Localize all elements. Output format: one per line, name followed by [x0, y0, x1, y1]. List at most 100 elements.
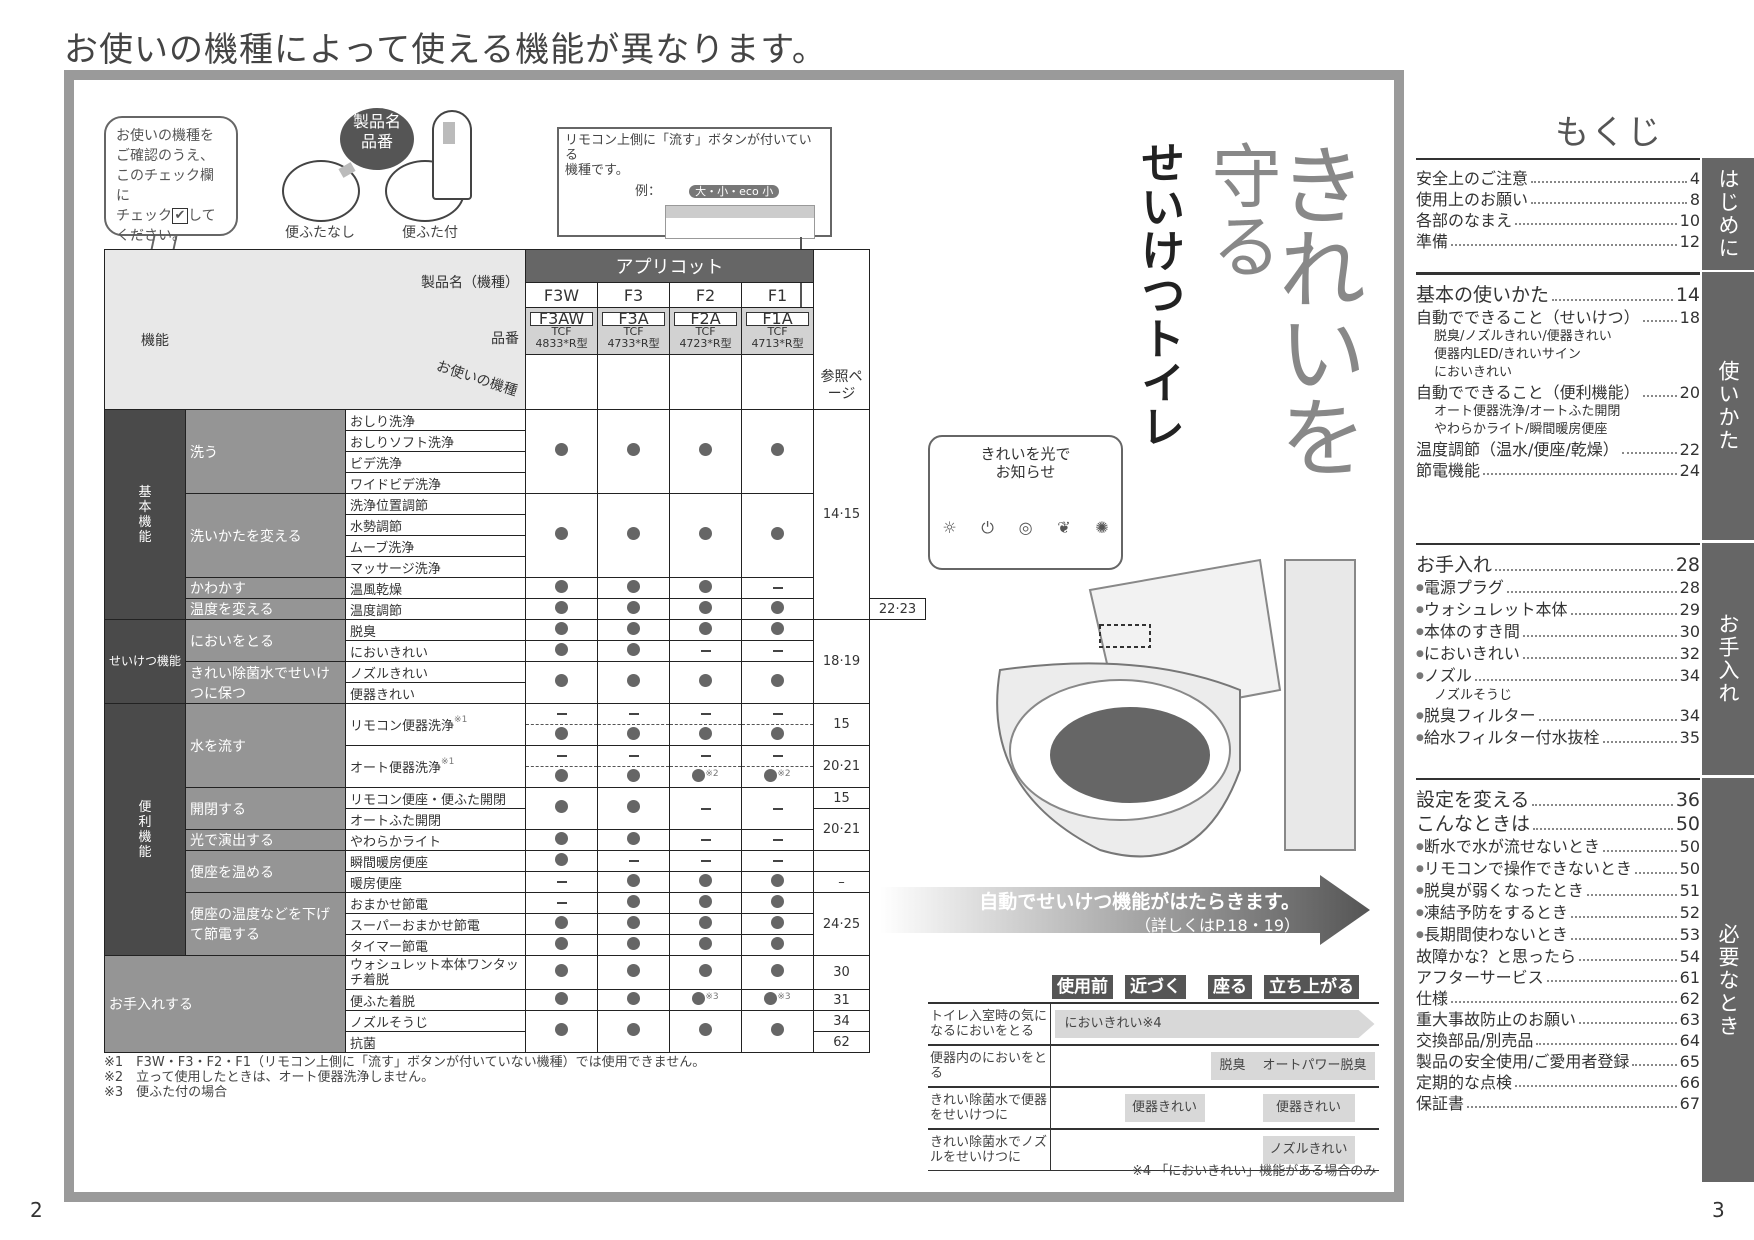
value-cell	[597, 934, 671, 956]
table-row: 光で演出するやわらかライト	[105, 829, 926, 851]
toc-item[interactable]: 自動でできること（便利機能）20	[1416, 382, 1700, 403]
dash-icon	[700, 839, 711, 841]
available-dot	[627, 674, 641, 691]
table-row: ビデ洗浄	[105, 451, 926, 473]
subgroup-label: 洗う	[185, 409, 347, 494]
table-row	[105, 724, 926, 746]
value-cell	[597, 619, 671, 641]
dot-icon	[555, 600, 569, 614]
feature-name: においきれい	[345, 640, 527, 662]
unavailable-dash	[772, 833, 783, 848]
toc-item[interactable]: ノズルそうじ	[1416, 687, 1700, 705]
callout-line: 製品名	[352, 112, 401, 131]
unavailable-dash	[700, 833, 711, 848]
toc-item-page: 65	[1679, 1052, 1700, 1071]
model-check-cell[interactable]	[669, 354, 743, 410]
toc-item-title: やわらかライト/瞬間暖房便座	[1434, 422, 1608, 437]
toc-tab-0[interactable]: はじめに	[1702, 158, 1754, 270]
toc-item-page: 54	[1679, 947, 1700, 966]
reference-page: 30	[813, 955, 871, 990]
toc-item-title: 自動でできること（便利機能）	[1416, 383, 1640, 402]
feature-name: 洗浄位置調節	[345, 493, 527, 515]
dot-icon	[627, 1023, 641, 1036]
value-cell	[741, 787, 815, 830]
toc-item-page: 12	[1679, 232, 1700, 251]
reference-page: 20·21	[813, 808, 871, 851]
model-check-cell[interactable]	[597, 354, 671, 410]
toc-tab-2[interactable]: お手入れ	[1702, 543, 1754, 775]
reference-page: 18·19	[813, 619, 871, 704]
table-row: 洗いかたを変える洗浄位置調節	[105, 493, 926, 578]
part-code: TCF 4713*R型	[751, 325, 804, 351]
dot-icon	[699, 936, 713, 950]
unavailable-dash	[772, 707, 783, 722]
toc-item[interactable]: 自動でできること（せいけつ）18	[1416, 307, 1700, 328]
dash-icon	[628, 860, 639, 862]
dot-icon	[627, 527, 641, 540]
available-dot	[699, 579, 713, 597]
toc-item-page: 67	[1679, 1094, 1700, 1113]
unavailable-dash	[556, 707, 567, 722]
feature-name: 暖房便座	[345, 871, 527, 893]
toc-item[interactable]: 脱臭/ノズルきれい/便器きれい	[1416, 328, 1700, 346]
dash-icon	[628, 713, 639, 715]
feature-name: オート便器洗浄※1	[345, 745, 527, 788]
toc-item[interactable]: 温度調節（温水/便座/乾燥）22	[1416, 439, 1700, 460]
toc-item-page: 53	[1679, 925, 1700, 944]
toc-item-page: 62	[1679, 989, 1700, 1008]
available-dot	[771, 964, 785, 981]
toc-item[interactable]: 便器内LED/きれいサイン	[1416, 346, 1700, 364]
value-cell	[597, 598, 671, 620]
dot-icon	[555, 726, 569, 740]
toc-tab-3[interactable]: 必要なとき	[1702, 778, 1754, 1182]
value-cell	[669, 829, 743, 851]
toc-item[interactable]: においきれい	[1416, 364, 1700, 382]
toc-item[interactable]: やわらかライト/瞬間暖房便座	[1416, 421, 1700, 439]
available-dot	[699, 915, 713, 933]
model-check-cell[interactable]	[525, 354, 599, 410]
value-cell: ※3	[741, 989, 815, 1011]
toc-item[interactable]: オート便器洗浄/オートふた開閉	[1416, 403, 1700, 421]
available-dot	[699, 527, 713, 544]
bubble-text: して	[188, 208, 216, 224]
dot-icon	[699, 964, 713, 977]
toc-item-title: こんなときは	[1416, 813, 1531, 835]
toc-tab-1[interactable]: 使いかた	[1702, 272, 1754, 540]
model-check-cell[interactable]	[741, 354, 815, 410]
timeline-row-label: きれい除菌水で便器をせいけつに	[928, 1086, 1051, 1130]
dot-icon	[627, 831, 641, 845]
timeline-row-label: トイレ入室時の気になるにおいをとる	[928, 1002, 1051, 1046]
feature-name: 温度調節	[345, 598, 527, 620]
available-dot	[771, 936, 785, 954]
